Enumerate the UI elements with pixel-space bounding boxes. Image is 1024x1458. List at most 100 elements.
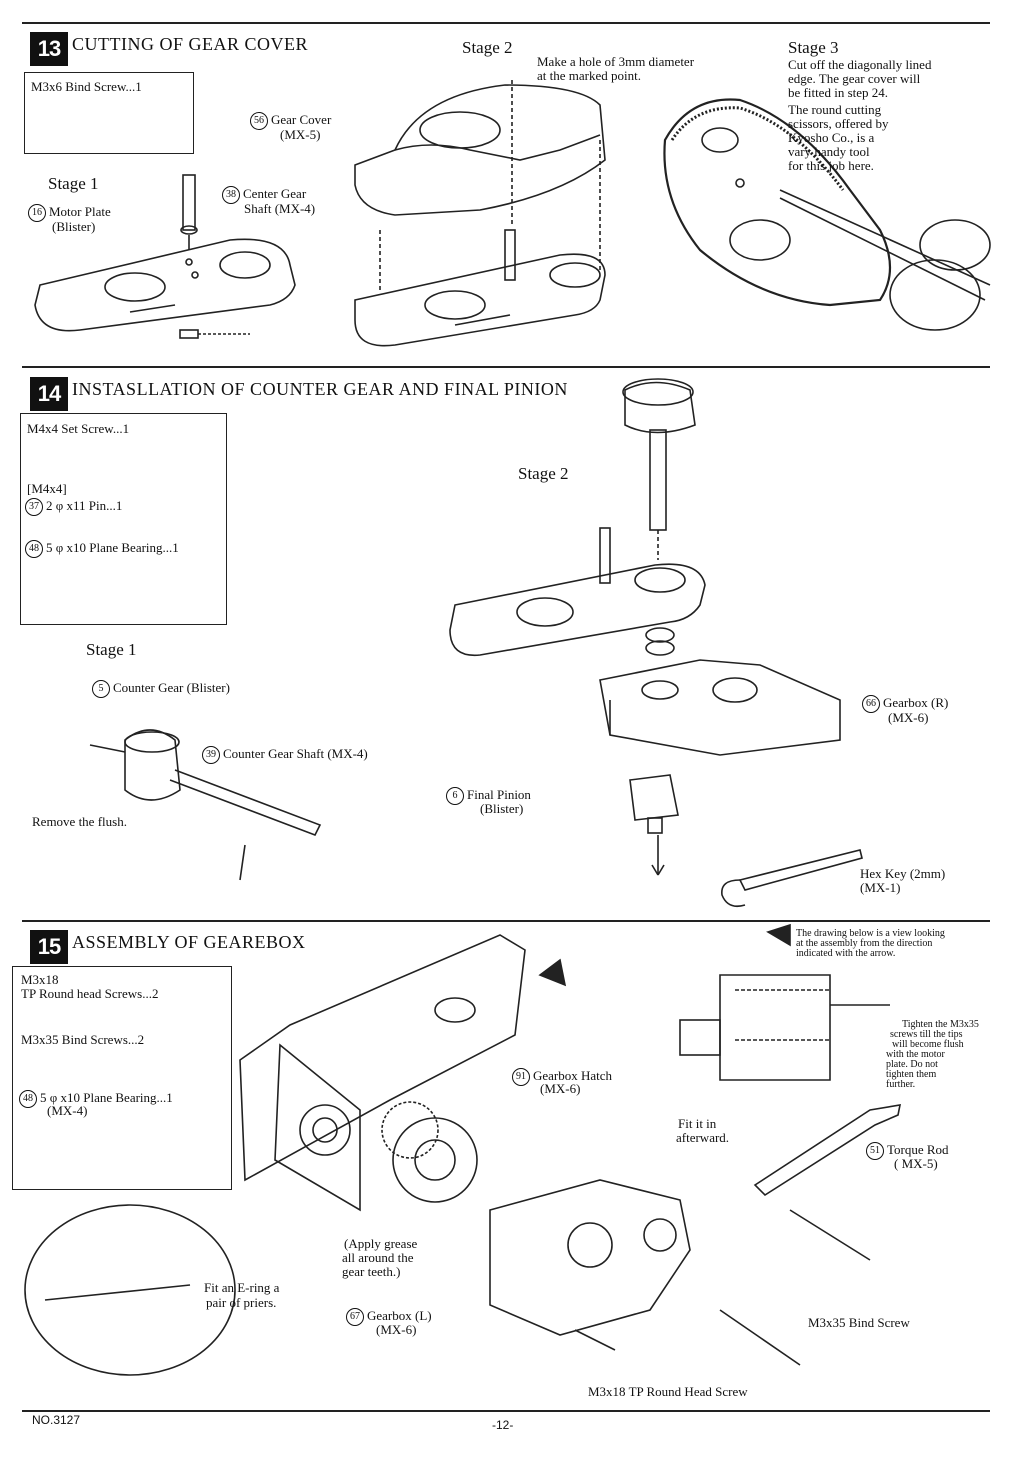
eclip-note-2: pair of priers. bbox=[206, 1295, 277, 1310]
stage3-note-3: be fitted in step 24. bbox=[788, 85, 889, 100]
stage2-note-2: at the marked point. bbox=[537, 68, 641, 83]
tighten-note-6: tighten them bbox=[886, 1069, 937, 1080]
step13-title: CUTTING OF GEAR COVER bbox=[72, 34, 309, 54]
step14-number: 14 bbox=[30, 377, 68, 411]
fit-note-1: Fit it in bbox=[678, 1116, 717, 1131]
gearbox-l-text: Gearbox (L) bbox=[367, 1307, 432, 1323]
view-note-3: indicated with the arrow. bbox=[796, 948, 896, 959]
fit-note-2: afterward. bbox=[676, 1130, 730, 1145]
part-number-badge: 38 bbox=[222, 186, 240, 204]
step15-title: ASSEMBLY OF GEAREBOX bbox=[72, 932, 306, 952]
m318-screw-label: M3x18 TP Round Head Screw bbox=[588, 1384, 748, 1399]
final-pinion-sub: (Blister) bbox=[480, 801, 524, 816]
step15-parts-box: M3x18 TP Round head Screws...2 M3x35 Bin… bbox=[12, 966, 232, 1190]
parts-bearing-sub: (MX-4) bbox=[47, 1103, 88, 1118]
grease-note-3: gear teeth.) bbox=[342, 1264, 401, 1279]
gearbox-hatch-text: Gearbox Hatch bbox=[533, 1067, 613, 1083]
tighten-note-7: further. bbox=[886, 1079, 916, 1090]
gear-cover-sub: (MX-5) bbox=[280, 127, 321, 142]
m335-screw-label: M3x35 Bind Screw bbox=[808, 1315, 910, 1330]
hex-key-label: Hex Key (2mm) bbox=[860, 866, 946, 881]
tighten-note-3: will become flush bbox=[892, 1039, 964, 1050]
counter-gear-text: Counter Gear (Blister) bbox=[113, 679, 230, 695]
parts-set-screw-size: [M4x4] bbox=[27, 481, 67, 496]
remove-flush-note: Remove the flush. bbox=[32, 814, 127, 829]
grease-note-1: (Apply grease bbox=[344, 1236, 418, 1251]
parts-tp-screws: TP Round head Screws...2 bbox=[21, 986, 159, 1001]
step14-stage2-label: Stage 2 bbox=[518, 464, 569, 483]
parts-screw-label: M3x6 Bind Screw...1 bbox=[31, 79, 142, 94]
stage3-note-4: The round cutting bbox=[788, 102, 882, 117]
tighten-note-4: with the motor bbox=[886, 1049, 945, 1060]
eclip-note-1: Fit an E-ring a bbox=[204, 1280, 280, 1295]
hex-key-sub: (MX-1) bbox=[860, 880, 901, 895]
step15-top-rule bbox=[22, 920, 990, 922]
step13-stage2-label: Stage 2 bbox=[462, 38, 513, 57]
counter-shaft-text: Counter Gear Shaft (MX-4) bbox=[223, 745, 368, 761]
torque-rod-text: Torque Rod bbox=[887, 1141, 949, 1157]
part-number-badge: 6 bbox=[446, 787, 464, 805]
final-pinion-text: Final Pinion bbox=[467, 786, 531, 802]
torque-rod-sub: ( MX-5) bbox=[894, 1156, 938, 1171]
model-number: NO.3127 bbox=[32, 1413, 81, 1427]
gearbox-hatch-sub: (MX-6) bbox=[540, 1081, 581, 1096]
view-note-1: The drawing below is a view looking bbox=[796, 928, 945, 939]
part-number-badge: 91 bbox=[512, 1068, 530, 1086]
part-number-badge: 67 bbox=[346, 1308, 364, 1326]
center-gear-text: Center Gear bbox=[243, 185, 307, 201]
tighten-note-1: Tighten the M3x35 bbox=[902, 1019, 979, 1030]
step13-stage1-label: Stage 1 bbox=[48, 174, 99, 193]
stage3-note-8: for this job here. bbox=[788, 158, 874, 173]
gearbox-r-text: Gearbox (R) bbox=[883, 694, 949, 710]
part-number-badge: 39 bbox=[202, 746, 220, 764]
step14-top-rule bbox=[22, 366, 990, 368]
part-number-badge: 66 bbox=[862, 695, 880, 713]
center-gear-sub: Shaft (MX-4) bbox=[244, 201, 316, 216]
part-number-badge: 48 bbox=[19, 1090, 37, 1108]
parts-pin-text: 2 φ x11 Pin...1 bbox=[46, 497, 123, 513]
stage3-note-2: edge. The gear cover will bbox=[788, 71, 921, 86]
part-number-badge: 51 bbox=[866, 1142, 884, 1160]
step13-number: 13 bbox=[30, 32, 68, 66]
part-number-badge: 56 bbox=[250, 112, 268, 130]
footer-rule bbox=[22, 1410, 990, 1412]
part-number-badge: 5 bbox=[92, 680, 110, 698]
motor-plate-sub: (Blister) bbox=[52, 219, 96, 234]
step13-top-rule bbox=[22, 22, 990, 24]
part-number-badge: 37 bbox=[25, 498, 43, 516]
motor-plate-text: Motor Plate bbox=[49, 203, 111, 219]
step14-stage1-label: Stage 1 bbox=[86, 640, 137, 659]
page-number: -12- bbox=[492, 1418, 514, 1432]
step13-parts-box: M3x6 Bind Screw...1 bbox=[24, 72, 194, 154]
part-number-badge: 16 bbox=[28, 204, 46, 222]
stage2-note-1: Make a hole of 3mm diameter bbox=[537, 54, 695, 69]
gear-cover-text: Gear Cover bbox=[271, 111, 332, 127]
stage3-note-6: Kyosho Co., is a bbox=[788, 130, 875, 145]
view-note-2: at the assembly from the direction bbox=[796, 938, 933, 949]
gearbox-l-sub: (MX-6) bbox=[376, 1322, 417, 1337]
step14-title: INSTASLLATION OF COUNTER GEAR AND FINAL … bbox=[72, 379, 568, 399]
step13-stage3-label: Stage 3 bbox=[788, 38, 839, 57]
tighten-note-2: screws till the tips bbox=[890, 1029, 963, 1040]
gearbox-r-sub: (MX-6) bbox=[888, 710, 929, 725]
parts-m318: M3x18 bbox=[21, 972, 59, 987]
step15-number: 15 bbox=[30, 930, 68, 964]
parts-bearing-text: 5 φ x10 Plane Bearing...1 bbox=[40, 1089, 173, 1105]
part-number-badge: 48 bbox=[25, 540, 43, 558]
parts-bearing-text: 5 φ x10 Plane Bearing...1 bbox=[46, 539, 179, 555]
